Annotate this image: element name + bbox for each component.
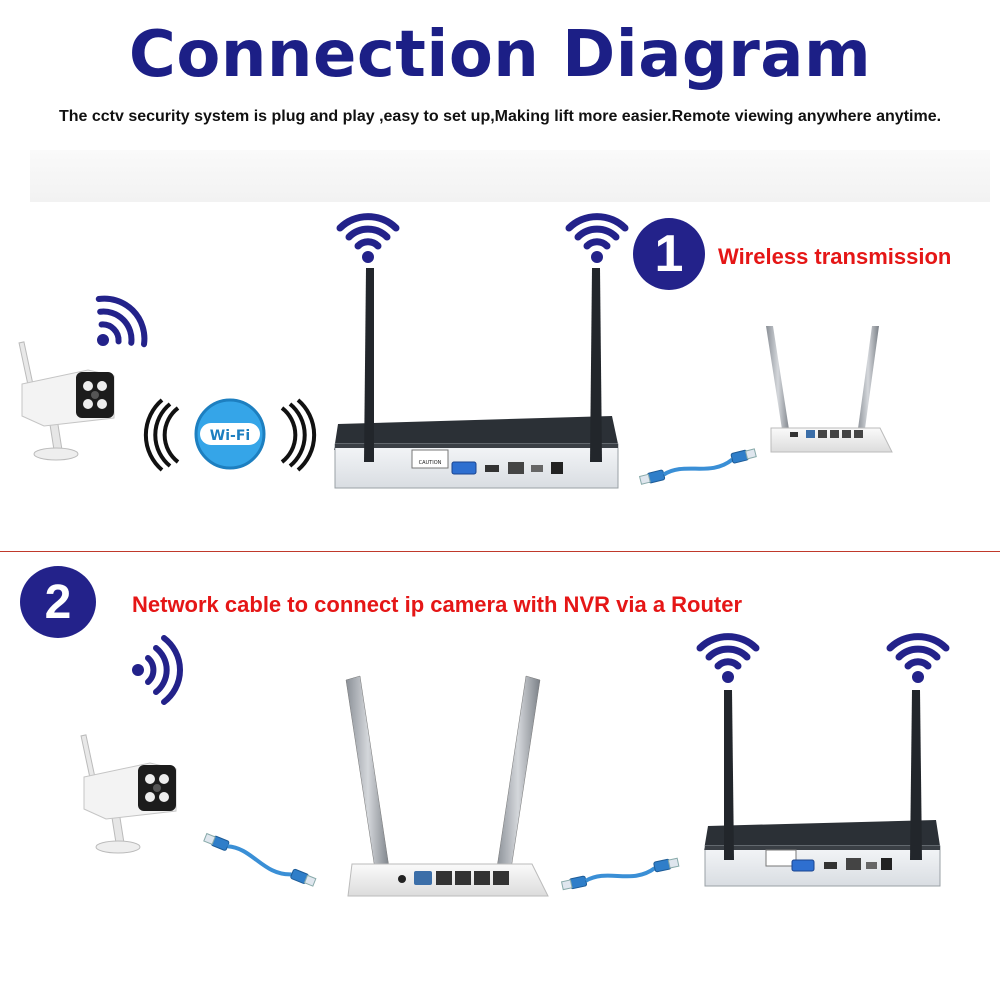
router-small <box>766 326 893 453</box>
ip-camera-icon <box>18 341 115 461</box>
page-subtitle: The cctv security system is plug and pla… <box>58 108 942 125</box>
section-divider <box>0 551 1000 552</box>
wifi-signal-icon <box>569 217 625 263</box>
wifi-signal-icon <box>890 637 946 683</box>
step-1-label: Wireless transmission <box>718 244 952 269</box>
wifi-badge: Wi-Fi <box>143 398 317 472</box>
page-title: Connection Diagram <box>128 18 872 92</box>
wifi-signal-icon <box>76 288 155 367</box>
nvr-recorder-bottom <box>700 637 946 887</box>
nvr-caution-label: CAUTION <box>419 460 442 466</box>
background-band <box>30 150 990 202</box>
ethernet-cable-icon <box>201 830 319 890</box>
ip-camera-icon <box>80 734 177 854</box>
ethernet-cable-icon <box>637 444 759 489</box>
ethernet-cable-icon <box>559 854 682 894</box>
step-2-badge: 2 <box>20 566 96 638</box>
step-1-badge: 1 <box>633 218 705 290</box>
nvr-recorder-top: CAUTION <box>334 217 625 489</box>
wifi-signal-icon <box>132 638 180 702</box>
wifi-badge-text: Wi-Fi <box>210 428 250 444</box>
step-2-label: Network cable to connect ip camera with … <box>132 592 743 617</box>
router-large <box>345 675 549 897</box>
wifi-signal-icon <box>340 217 396 263</box>
wifi-signal-icon <box>700 637 756 683</box>
